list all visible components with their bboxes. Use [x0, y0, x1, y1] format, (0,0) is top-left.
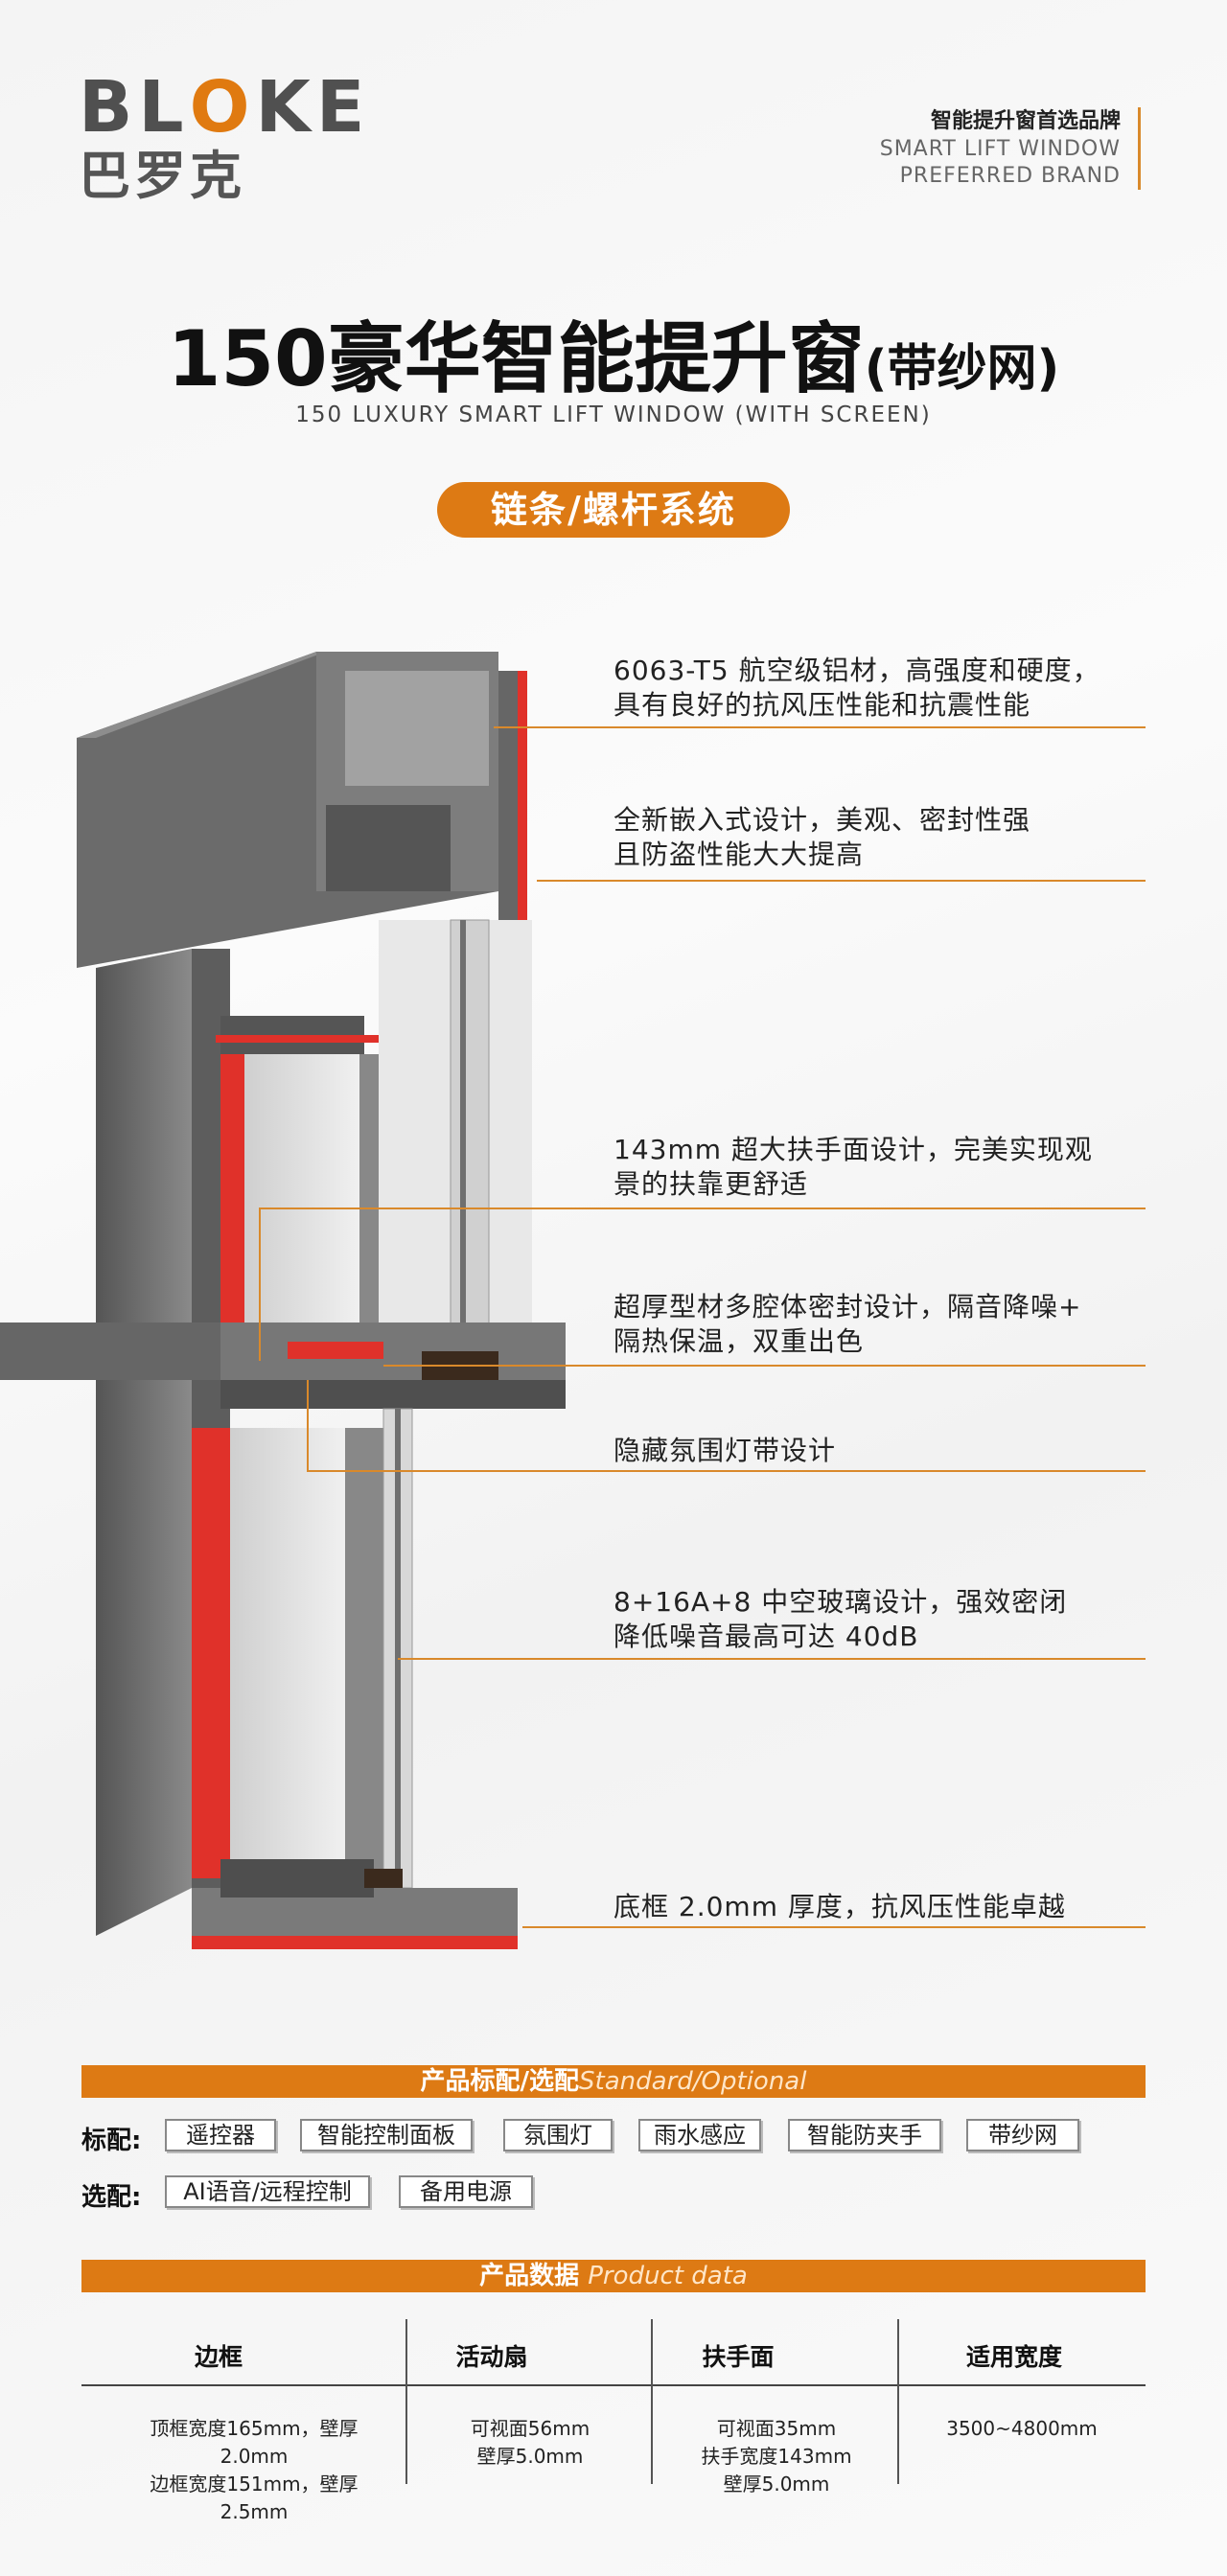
standard-item: 带纱网 — [966, 2119, 1079, 2151]
standard-item: 氛围灯 — [503, 2119, 613, 2151]
table-divider — [897, 2319, 899, 2484]
feature-leader — [307, 1380, 309, 1470]
feature-leader — [259, 1208, 261, 1361]
system-badge: 链条/螺杆系统 — [437, 482, 790, 538]
logo-chinese: 巴罗克 — [79, 146, 245, 206]
data-section-bar: 产品数据 Product data — [81, 2260, 1146, 2292]
feature-armrest: 143mm 超大扶手面设计，完美实现观景的扶靠更舒适 — [614, 1134, 1093, 1200]
table-header-width: 适用宽度 — [965, 2343, 1062, 2371]
feature-leader — [522, 1926, 1146, 1928]
feature-embedded: 全新嵌入式设计，美观、密封性强且防盗性能大大提高 — [614, 804, 1031, 870]
feature-glass: 8+16A+8 中空玻璃设计，强效密闭降低噪音最高可达 40dB — [614, 1586, 1068, 1652]
feature-multicavity: 超厚型材多腔体密封设计，隔音降噪+隔热保温，双重出色 — [614, 1291, 1082, 1357]
feature-ambient-light: 隐藏氛围灯带设计 — [614, 1435, 837, 1466]
page-title: 150豪华智能提升窗(带纱网) — [167, 314, 1060, 403]
table-header-frame: 边框 — [194, 2343, 243, 2371]
brand-tagline: 智能提升窗首选品牌 SMART LIFT WINDOW PREFERRED BR… — [880, 107, 1141, 190]
feature-leader — [307, 1470, 1146, 1472]
feature-leader — [398, 1658, 1146, 1660]
feature-aluminum: 6063-T5 航空级铝材，高强度和硬度，具有良好的抗风压性能和抗震性能 — [614, 655, 1100, 721]
brand-logo: BLOKE 巴罗克 — [79, 69, 370, 205]
table-cell: 3500~4800mm — [946, 2417, 1098, 2440]
standard-item: 智能防夹手 — [788, 2119, 941, 2151]
table-divider — [405, 2319, 407, 2484]
page-subtitle: 150 LUXURY SMART LIFT WINDOW (WITH SCREE… — [295, 402, 932, 427]
feature-leader — [383, 1365, 1146, 1367]
table-header-armrest: 扶手面 — [702, 2343, 775, 2371]
standard-item: 遥控器 — [165, 2119, 276, 2151]
window-profile-illustration — [0, 652, 566, 1949]
table-divider — [651, 2319, 653, 2484]
table-header-sash: 活动扇 — [455, 2343, 528, 2371]
standard-item: 智能控制面板 — [300, 2119, 473, 2151]
optional-label: 选配: — [81, 2183, 142, 2212]
feature-leader — [537, 880, 1146, 882]
table-divider — [81, 2384, 1146, 2386]
optional-item: AI语音/远程控制 — [165, 2175, 370, 2208]
feature-leader — [259, 1208, 1146, 1209]
config-section-bar: 产品标配/选配Standard/Optional — [81, 2065, 1146, 2098]
logo-english: BLOKE — [79, 66, 371, 149]
standard-label: 标配: — [81, 2127, 142, 2155]
feature-bottom-frame: 底框 2.0mm 厚度，抗风压性能卓越 — [614, 1891, 1066, 1922]
optional-item: 备用电源 — [399, 2175, 533, 2208]
feature-leader — [494, 726, 1146, 728]
standard-item: 雨水感应 — [638, 2119, 761, 2151]
